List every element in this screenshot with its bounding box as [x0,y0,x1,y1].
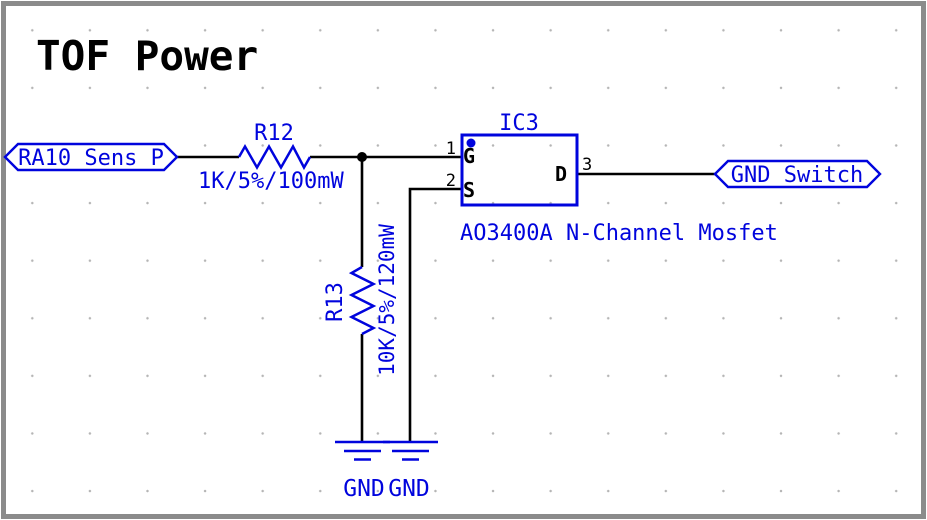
wire-source-to-gnd[interactable] [408,187,462,442]
net-label-output-text[interactable]: GND_Switch [731,163,863,188]
grid-dots [7,7,920,513]
ic3-body[interactable] [460,133,579,207]
resistor-r13[interactable]: R13 10K/5%/120mW [323,224,399,376]
ic3-refdes: IC3 [499,111,539,136]
resistor-r13-refdes: R13 [323,282,348,322]
ic3-pin-source-name: S [463,178,475,202]
resistor-r12-symbol[interactable] [237,143,312,171]
gnd-right-bars-icon[interactable] [383,440,438,461]
gnd-symbol-right[interactable]: GND [383,440,438,502]
net-label-output-outline[interactable] [713,159,882,189]
resistor-r13-symbol[interactable] [348,265,377,336]
ic3-part-description: AO3400A N-Channel Mosfet [460,221,778,246]
ic3-pin-drain-number: 3 [582,155,592,175]
ic3-pin-gate-name: G [463,144,475,168]
gnd-right-label: GND [388,476,430,502]
ic3-pin-gate-number: 1 [446,139,456,159]
ic3-pin-source-number: 2 [446,171,456,191]
resistor-r12-value: 1K/5%/100mW [198,169,344,194]
net-label-input-text[interactable]: RA10_Sens_P [18,146,164,171]
gnd-symbol-left[interactable]: GND [335,440,390,502]
resistor-r13-value: 10K/5%/120mW [375,224,399,376]
gnd-left-label: GND [343,476,385,502]
net-label-output[interactable]: GND_Switch [713,159,882,189]
resistor-r12[interactable]: R12 1K/5%/100mW [198,121,344,194]
sheet-title: TOF Power [36,32,258,80]
wire-junction-dot [357,152,367,162]
resistor-r12-refdes: R12 [254,121,294,146]
net-label-input-outline[interactable] [3,142,179,172]
net-label-input[interactable]: RA10_Sens_P [3,142,179,172]
ic3-pin-drain-name: D [555,162,567,186]
net-wires [177,152,715,442]
gnd-left-bars-icon[interactable] [335,440,390,461]
pin1-marker-dot-icon [466,138,476,148]
ic3-mosfet[interactable]: IC3 G S D 1 2 3 AO3400A N-Channel Mosfet [446,111,778,246]
